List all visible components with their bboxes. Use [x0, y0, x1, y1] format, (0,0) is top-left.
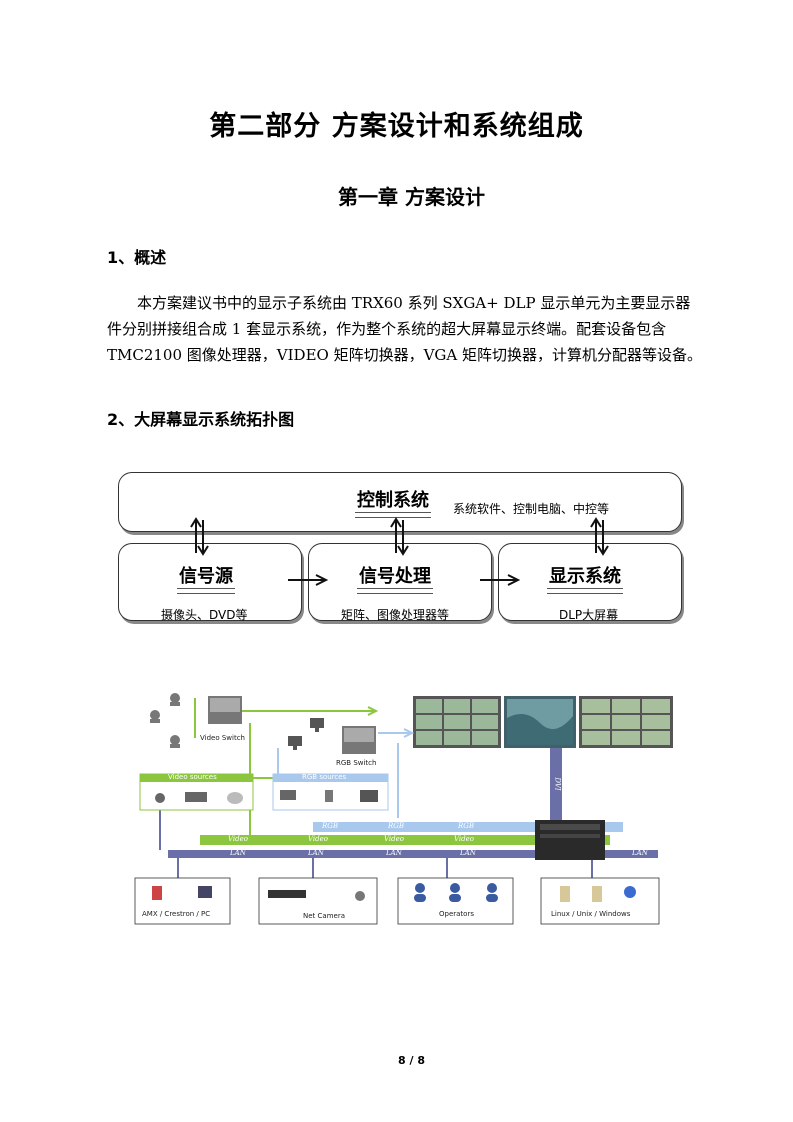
image-processor-device — [535, 820, 605, 860]
user-icon — [414, 883, 426, 902]
signal-process-sub: 矩阵、图像处理器等 — [341, 608, 450, 622]
display-system-title: 显示系统 — [547, 562, 623, 594]
video-sources-label: Video sources — [168, 773, 217, 781]
section-heading-overview: 1、概述 — [107, 248, 167, 267]
camera-icon — [155, 793, 165, 803]
user-icon — [449, 883, 461, 902]
monitor-icon — [288, 736, 302, 750]
rgb-sources-label: RGB sources — [302, 773, 347, 781]
signal-source-title: 信号源 — [177, 562, 235, 594]
part-title: 第二部分 方案设计和系统组成 — [209, 111, 584, 142]
control-system-title: 控制系统 — [355, 486, 431, 518]
dvd-icon — [185, 792, 207, 802]
video-wall — [413, 696, 673, 748]
video-band-label: Video — [454, 835, 475, 843]
server-icon — [560, 886, 570, 902]
video-band-label: Video — [384, 835, 405, 843]
user-icon — [486, 883, 498, 902]
chapter-title: 第一章 方案设计 — [338, 185, 485, 209]
lan-band-label: LAN — [230, 849, 246, 857]
globe-icon — [624, 886, 636, 898]
overview-paragraph: 本方案建议书中的显示子系统由 TRX60 系列 SXGA+ DLP 显示单元为主… — [107, 290, 719, 368]
rgb-band-label: RGB — [322, 822, 339, 830]
paragraph-line: TMC2100 图像处理器，VIDEO 矩阵切换器，VGA 矩阵切换器，计算机分… — [107, 346, 703, 364]
network-device — [268, 890, 306, 898]
signal-process-box: 信号处理 矩阵、图像处理器等 — [308, 543, 492, 622]
client-label: AMX / Crestron / PC — [142, 910, 211, 918]
client-label: Linux / Unix / Windows — [551, 910, 631, 918]
rgb-band-label: RGB — [388, 822, 405, 830]
rgb-switch-device — [342, 726, 376, 754]
control-system-box: 控制系统 系统软件、控制电脑、中控等 — [118, 472, 682, 532]
monitor-icon — [198, 886, 212, 898]
rgb-band-label: RGB — [458, 822, 475, 830]
rgb-switch-label: RGB Switch — [336, 759, 377, 767]
topology-figure: Video Switch RGB Switch Video sources RG… — [130, 688, 675, 928]
topology-drawing — [134, 693, 673, 925]
camera-icon — [170, 735, 180, 748]
client-label: Net Camera — [303, 912, 345, 920]
projector-icon — [360, 790, 378, 802]
client-label: Operators — [439, 910, 474, 918]
lan-band-label: LAN — [460, 849, 476, 857]
display-system-sub: DLP大屏幕 — [559, 608, 619, 622]
server-icon — [592, 886, 602, 902]
signal-source-sub: 摄像头、DVD等 — [161, 608, 248, 622]
control-system-sub: 系统软件、控制电脑、中控等 — [453, 502, 610, 516]
video-band-label: Video — [308, 835, 329, 843]
display-system-box: 显示系统 DLP大屏幕 — [498, 543, 682, 622]
satellite-icon — [227, 792, 243, 804]
lan-band-label: LAN — [308, 849, 324, 857]
lan-band-label: LAN — [632, 849, 648, 857]
monitor-icon — [310, 718, 324, 732]
video-band-label: Video — [228, 835, 249, 843]
section-heading-topology: 2、大屏幕显示系统拓扑图 — [107, 410, 295, 429]
signal-process-title: 信号处理 — [357, 562, 433, 594]
camera-icon — [150, 710, 160, 723]
signal-source-box: 信号源 摄像头、DVD等 — [118, 543, 302, 622]
laptop-icon — [280, 790, 296, 800]
paragraph-line: 本方案建议书中的显示子系统由 TRX60 系列 SXGA+ DLP 显示单元为主… — [137, 294, 691, 312]
camera-icon — [355, 891, 365, 901]
computer-icon — [152, 886, 162, 900]
camera-icon — [325, 790, 333, 802]
page-number: 8 / 8 — [398, 1054, 425, 1067]
video-switch-device — [208, 696, 242, 724]
lan-band-label: LAN — [386, 849, 402, 857]
dvi-label: DVI — [553, 777, 562, 791]
camera-icon — [170, 693, 180, 706]
video-switch-label: Video Switch — [200, 734, 245, 742]
paragraph-line: 件分别拼接组合成 1 套显示系统，作为整个系统的超大屏幕显示终端。配套设备包含 — [107, 320, 667, 338]
